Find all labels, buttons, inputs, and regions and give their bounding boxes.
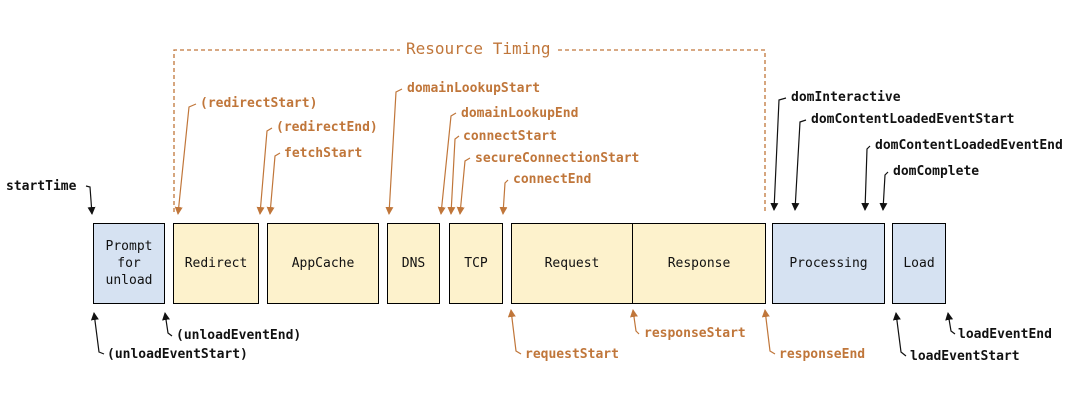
connect-end-arrow xyxy=(499,179,509,215)
domain-lookup-start-arrow xyxy=(385,88,403,215)
connect-end-label: connectEnd xyxy=(513,172,592,187)
dom-interactive-arrow xyxy=(770,97,787,211)
fetch-start-arrow xyxy=(266,152,281,215)
secure-connection-start-arrow xyxy=(456,157,471,215)
start-time-arrow xyxy=(85,185,96,215)
prompt-for-unload-line-2: for xyxy=(117,256,141,271)
request-box: Request xyxy=(511,223,633,304)
unload-event-start-arrow xyxy=(90,312,105,355)
secure-connection-start-label: secureConnectionStart xyxy=(475,151,640,166)
prompt-for-unload-line-1: Prompt xyxy=(105,239,153,254)
domain-lookup-end-label: domainLookupEnd xyxy=(461,106,579,121)
prompt-for-unload-box: Prompt for unload xyxy=(93,223,165,304)
dom-content-loaded-event-end-arrow xyxy=(861,145,871,211)
prompt-for-unload-line-3: unload xyxy=(105,273,153,288)
domain-lookup-start-label: domainLookupStart xyxy=(407,81,541,96)
tcp-box: TCP xyxy=(449,223,503,304)
redirect-start-label: (redirectStart) xyxy=(200,96,318,111)
load-event-start-arrow xyxy=(892,312,907,357)
resource-timing-title: Resource Timing xyxy=(400,40,557,58)
dom-complete-arrow xyxy=(879,171,889,211)
dom-content-loaded-event-start-arrow xyxy=(791,119,807,211)
dom-content-loaded-event-start-label: domContentLoadedEventStart xyxy=(811,112,1015,127)
domain-lookup-end-arrow xyxy=(437,112,457,215)
fetch-start-label: fetchStart xyxy=(284,146,363,161)
appcache-box: AppCache xyxy=(267,223,379,304)
redirect-end-label: (redirectEnd) xyxy=(276,120,378,135)
load-event-end-arrow xyxy=(945,312,956,335)
response-end-label: responseEnd xyxy=(779,347,866,362)
response-end-arrow xyxy=(761,309,776,355)
dom-content-loaded-event-end-label: domContentLoadedEventEnd xyxy=(875,138,1063,153)
dns-box: DNS xyxy=(387,223,440,304)
request-start-arrow xyxy=(507,309,522,355)
processing-box: Processing xyxy=(772,223,885,304)
load-event-start-label: loadEventStart xyxy=(910,349,1020,364)
dom-interactive-label: domInteractive xyxy=(791,90,901,105)
unload-event-end-label: (unloadEventEnd) xyxy=(176,328,302,343)
redirect-start-arrow xyxy=(174,103,197,215)
start-time-label: startTime xyxy=(6,179,77,194)
request-start-label: requestStart xyxy=(525,347,619,362)
dom-complete-label: domComplete xyxy=(893,164,980,179)
response-start-label: responseStart xyxy=(644,326,746,341)
load-box: Load xyxy=(892,223,946,304)
connect-start-arrow xyxy=(447,135,460,215)
unload-event-end-arrow xyxy=(162,312,173,337)
response-start-arrow xyxy=(630,309,640,335)
unload-event-start-label: (unloadEventStart) xyxy=(107,347,248,362)
connect-start-label: connectStart xyxy=(463,129,557,144)
load-event-end-label: loadEventEnd xyxy=(958,327,1052,342)
response-box: Response xyxy=(632,223,766,304)
redirect-box: Redirect xyxy=(173,223,259,304)
redirect-end-arrow xyxy=(256,127,273,215)
